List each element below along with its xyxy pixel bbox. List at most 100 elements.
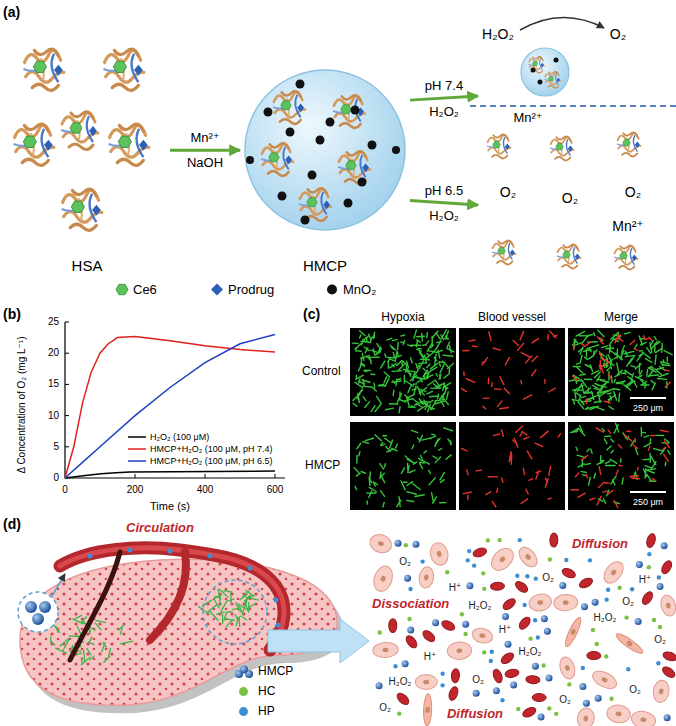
fluorescence-speck bbox=[395, 444, 397, 448]
tumor-cell bbox=[645, 533, 657, 549]
fluorescence-speck bbox=[366, 501, 368, 504]
fluorescence-speck bbox=[651, 341, 657, 349]
fluorescence-speck bbox=[584, 349, 591, 351]
fluorescence-speck bbox=[467, 470, 469, 475]
fluorescence-speck bbox=[650, 439, 652, 443]
nanoparticle bbox=[515, 574, 519, 578]
nanoparticle bbox=[546, 675, 553, 682]
diamond-sample bbox=[211, 284, 223, 296]
fluorescence-speck bbox=[353, 403, 357, 406]
fluorescence-speck bbox=[419, 361, 423, 368]
fluorescence-speck bbox=[432, 433, 435, 435]
nanoparticle bbox=[432, 619, 439, 626]
fluorescence-speck bbox=[575, 385, 584, 390]
fluorescence-speck bbox=[369, 472, 371, 480]
fluorescence-speck bbox=[383, 503, 384, 507]
hypoxia-mark bbox=[74, 615, 82, 619]
fluorescence-speck bbox=[619, 465, 622, 467]
fluorescence-speck bbox=[427, 391, 432, 394]
fluorescence-speck bbox=[614, 501, 618, 508]
fluorescence-speck bbox=[500, 377, 504, 385]
fluorescence-speck bbox=[549, 388, 556, 392]
fluorescence-speck bbox=[605, 359, 610, 363]
hypoxia-mark bbox=[247, 603, 256, 609]
tumor-illustration bbox=[248, 566, 253, 571]
fluorescence-speck bbox=[582, 475, 586, 476]
tumor-cell bbox=[550, 533, 558, 547]
fluorescence-speck bbox=[379, 384, 383, 386]
fluorescence-speck bbox=[428, 404, 431, 412]
cell-nucleus bbox=[563, 600, 569, 605]
fluorescence-speck bbox=[395, 379, 397, 385]
fluorescence-speck bbox=[403, 482, 407, 483]
node-label: Mn²⁺ bbox=[612, 218, 644, 234]
tumor-cell bbox=[395, 691, 411, 706]
fluorescence-speck bbox=[418, 387, 421, 395]
fluorescence-speck bbox=[483, 406, 486, 408]
arrow-label: pH 6.5 bbox=[425, 183, 463, 198]
fluorescence-speck bbox=[369, 356, 371, 364]
nanoparticle bbox=[548, 557, 552, 561]
fluorescence-speck bbox=[544, 379, 545, 383]
fluorescence-speck bbox=[410, 375, 416, 380]
fluorescence-speck bbox=[545, 479, 548, 488]
line-sample bbox=[128, 448, 146, 450]
tumor-cell bbox=[451, 668, 460, 683]
nanoparticle bbox=[407, 627, 414, 634]
fluorescence-speck bbox=[371, 406, 375, 412]
fluorescence-speck bbox=[415, 404, 418, 406]
fluorescence-speck bbox=[594, 372, 600, 378]
fluorescence-speck bbox=[493, 434, 499, 436]
fluorescence-speck bbox=[362, 339, 364, 342]
fluorescence-speck bbox=[604, 439, 607, 444]
fluorescence-speck bbox=[373, 349, 374, 355]
nanoparticle bbox=[528, 636, 532, 640]
tumor-illustration bbox=[208, 554, 213, 559]
fluorescence-speck bbox=[589, 345, 598, 348]
tumor-cell bbox=[415, 675, 437, 690]
fluorescence-speck bbox=[590, 406, 599, 409]
hmcp-sphere bbox=[273, 91, 305, 124]
nanoparticle bbox=[462, 621, 469, 628]
fluorescence-speck bbox=[500, 408, 509, 409]
fluorescence-speck bbox=[355, 348, 357, 351]
fluorescence-speck bbox=[416, 336, 424, 338]
fluorescence-speck bbox=[652, 383, 655, 390]
fluorescence-speck bbox=[397, 342, 399, 350]
fluorescence-speck bbox=[384, 464, 386, 467]
hmcp-sphere bbox=[301, 216, 310, 225]
hmcp-sphere bbox=[351, 106, 360, 115]
nanoparticle bbox=[467, 549, 471, 553]
fluorescence-speck bbox=[522, 431, 527, 435]
fluorescence-speck bbox=[375, 435, 381, 441]
legend-text: HP bbox=[258, 705, 275, 719]
tumor-cell bbox=[606, 704, 632, 725]
fluorescence-speck bbox=[526, 489, 528, 494]
fluorescence-speck bbox=[573, 376, 578, 380]
fluorescence-speck bbox=[423, 370, 427, 376]
hypoxia-mark bbox=[222, 614, 223, 624]
nanoparticle bbox=[604, 654, 608, 658]
fluorescence-speck bbox=[437, 394, 439, 398]
fluorescence-speck bbox=[664, 454, 669, 461]
fluorescence-speck bbox=[573, 400, 574, 404]
fluorescence-speck bbox=[385, 408, 393, 410]
fluorescence-speck bbox=[630, 340, 635, 344]
fluorescence-speck bbox=[424, 461, 429, 464]
fluorescence-speck bbox=[624, 370, 626, 374]
annotation-label: 0 bbox=[53, 472, 59, 484]
annotation-label: H⁺ bbox=[639, 574, 652, 586]
fluorescence-speck bbox=[497, 401, 502, 407]
fluorescence-speck bbox=[585, 464, 590, 465]
cell-nucleus bbox=[425, 707, 430, 713]
tumor-cell bbox=[630, 709, 657, 726]
fluorescence-speck bbox=[665, 382, 670, 387]
cell-nucleus bbox=[479, 633, 486, 639]
fluorescence-speck bbox=[443, 355, 453, 356]
annotation-label: O₂ bbox=[559, 694, 571, 706]
tumor-cell bbox=[661, 665, 676, 680]
fluorescence-speck bbox=[446, 331, 449, 339]
fluorescence-speck bbox=[622, 478, 623, 484]
fluorescence-speck bbox=[447, 342, 450, 348]
fluorescence-speck bbox=[573, 345, 575, 351]
